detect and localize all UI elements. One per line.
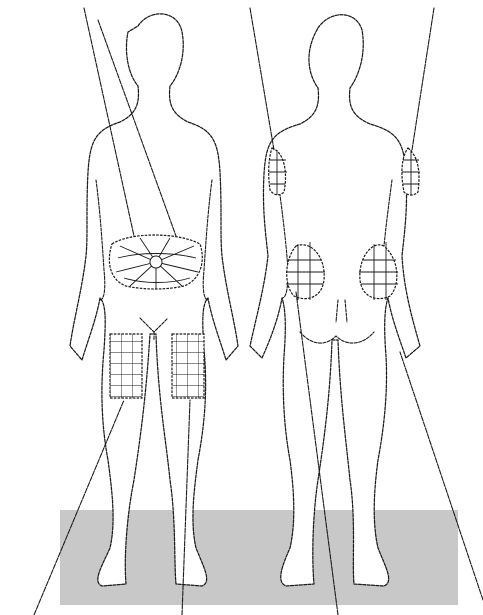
left-thigh-zone [110,334,142,398]
right-thigh-zone [172,334,204,398]
front-body-outline [70,14,238,586]
back-body-outline [250,15,420,586]
abdomen-zone [109,235,202,289]
pointer-left-arm [250,8,274,150]
right-upper-arm-zone [402,148,420,195]
back-figure [250,15,420,586]
front-figure [70,14,238,586]
pointer-right-arm [412,8,434,150]
